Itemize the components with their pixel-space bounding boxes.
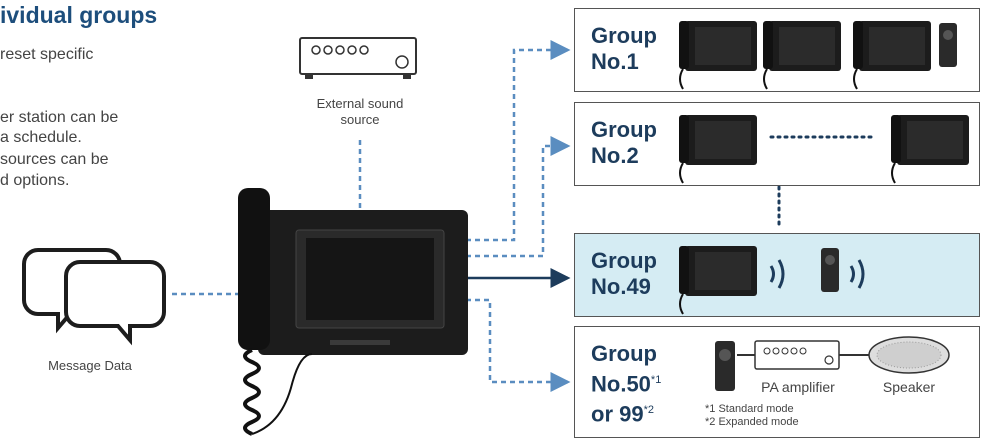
group49-label: Group No.49 — [591, 248, 657, 300]
message-data-label: Message Data — [48, 358, 132, 373]
description-line-3: a schedule. — [0, 129, 82, 146]
group50-number: No.50 — [591, 371, 651, 397]
speaker-label: Speaker — [882, 379, 936, 395]
description-line-1: reset specific — [0, 46, 94, 63]
group50-link-line — [466, 298, 571, 392]
group1-link-line — [466, 40, 571, 242]
external-source-label-line2: source — [340, 112, 380, 127]
description-line-4: sources can be — [0, 151, 109, 168]
group2-link-line — [466, 136, 571, 258]
footnote-ref-2: *2 — [643, 404, 654, 417]
page-heading: ividual groups — [0, 2, 158, 28]
group1-devices-icon — [679, 21, 957, 90]
group1-label-line1: Group — [591, 23, 657, 48]
group2-devices-icon — [679, 115, 969, 184]
group50-label-line2: No.50*1 — [591, 367, 661, 397]
group1-label-line2: No.1 — [591, 49, 639, 74]
group-box-1: Group No.1 — [574, 8, 980, 92]
footnote-1: *1 Standard mode — [705, 403, 794, 415]
group50-devices-icon — [715, 336, 950, 391]
footnote-ref-1: *1 — [650, 374, 662, 386]
external-source-label-line1: External sound — [316, 96, 404, 111]
group-box-50: Group No.50*1 or 99*2 PA amplifier Speak… — [574, 326, 980, 438]
description-line-2: er station can be — [0, 109, 119, 126]
group50-label-line3: or 99*2 — [591, 397, 661, 427]
group-box-49: Group No.49 — [574, 233, 980, 317]
group50-label: Group No.50*1 or 99*2 — [591, 341, 661, 428]
group1-label: Group No.1 — [591, 23, 657, 75]
group2-label-line2: No.2 — [591, 143, 639, 168]
group99-number: or 99 — [591, 401, 644, 427]
group2-label: Group No.2 — [591, 117, 657, 169]
footnote-2: *2 Expanded mode — [705, 416, 799, 428]
group2-label-line1: Group — [591, 117, 657, 142]
group-box-2: Group No.2 — [574, 102, 980, 186]
external-source-label: External sound source — [290, 96, 430, 128]
group49-label-line1: Group — [591, 248, 657, 273]
description-line-5: d options. — [0, 172, 70, 189]
group49-devices-icon — [679, 246, 865, 315]
pa-amplifier-label: PA amplifier — [761, 379, 835, 395]
group49-label-line2: No.49 — [591, 274, 651, 299]
group50-label-line1: Group — [591, 341, 657, 366]
